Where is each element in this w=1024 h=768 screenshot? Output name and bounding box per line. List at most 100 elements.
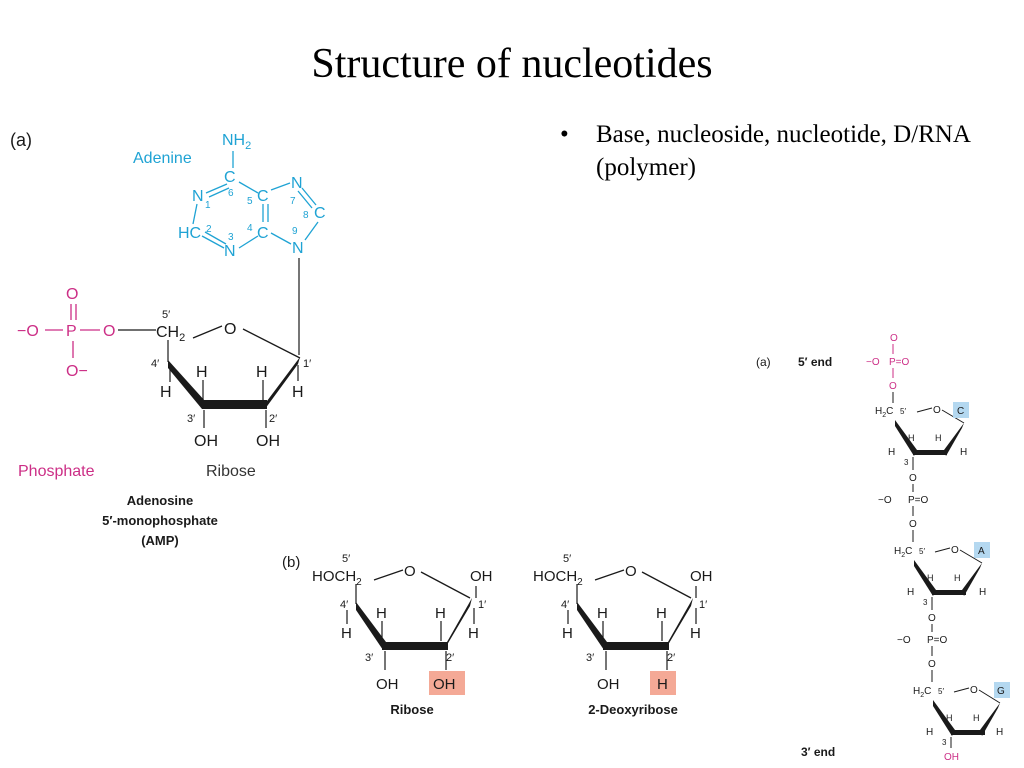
- prime-5: 5′: [162, 309, 170, 321]
- ring-num-2: 2: [206, 224, 212, 235]
- svg-text:H: H: [907, 587, 914, 598]
- svg-text:5′: 5′: [900, 407, 906, 416]
- chain-top-phosphate: O −O P=O O: [866, 333, 910, 392]
- prime-4: 4′: [151, 358, 159, 370]
- svg-text:5′: 5′: [342, 553, 350, 565]
- ring-num-7: 7: [290, 196, 296, 207]
- svg-text:4′: 4′: [340, 599, 348, 611]
- nh2-group: NH2: [222, 132, 251, 152]
- phosphate-p: P: [66, 323, 77, 340]
- atom-c5: C: [257, 188, 269, 205]
- svg-text:H2C: H2C: [875, 406, 893, 419]
- ribose-structure: 5′ HOCH2 O OH 4′ 1′ H H H H 3′ 2′ OH: [312, 553, 493, 717]
- bullet-dot: •: [560, 121, 569, 148]
- svg-text:O: O: [909, 519, 917, 530]
- chain-phosphate-1: −O P=O O: [878, 495, 929, 530]
- ring-oxygen: O: [224, 321, 236, 338]
- chain-phosphate-2: −O P=O O: [897, 635, 948, 670]
- svg-text:3′: 3′: [365, 652, 373, 664]
- polynucleotide-chain: (a) 5′ end 3′ end O −O P=O O H2C 5′ O C …: [756, 333, 1010, 763]
- svg-text:H: H: [376, 605, 387, 622]
- svg-text:H: H: [996, 727, 1003, 738]
- deoxyribose-structure: 5′ HOCH2 O OH 4′ 1′ H H H H 3′ 2′ OH: [533, 553, 713, 717]
- panel-a-label: (a): [10, 130, 32, 150]
- svg-text:O: O: [970, 685, 978, 696]
- atom-c8: C: [314, 205, 326, 222]
- svg-text:5′: 5′: [938, 687, 944, 696]
- deoxy-2-h-highlight: [650, 671, 676, 695]
- svg-text:H: H: [926, 727, 933, 738]
- ch2-group: CH2: [156, 324, 185, 344]
- atom-c4: C: [257, 225, 269, 242]
- svg-text:P=O: P=O: [889, 357, 910, 368]
- base-a: A: [978, 546, 985, 557]
- svg-text:H: H: [935, 433, 942, 443]
- svg-text:H: H: [960, 447, 967, 458]
- svg-text:−O: −O: [897, 635, 911, 646]
- svg-text:5′: 5′: [919, 547, 925, 556]
- svg-text:2′: 2′: [446, 652, 454, 664]
- deoxy-hoch2: HOCH2: [533, 568, 583, 588]
- ring-num-4: 4: [247, 223, 253, 234]
- five-prime-end: 5′ end: [798, 355, 832, 369]
- phosphate-o-left: −O: [17, 323, 39, 340]
- svg-text:P=O: P=O: [927, 635, 948, 646]
- ribose-c1-oh: OH: [470, 568, 493, 585]
- svg-text:H: H: [468, 625, 479, 642]
- svg-text:H: H: [597, 605, 608, 622]
- svg-text:3: 3: [904, 458, 909, 467]
- c2-h: H: [256, 364, 268, 381]
- svg-text:H: H: [341, 625, 352, 642]
- svg-text:H: H: [973, 713, 980, 723]
- svg-text:OH: OH: [376, 676, 399, 693]
- atom-n3: N: [224, 243, 236, 260]
- ring-num-5: 5: [247, 196, 253, 207]
- phosphate-o-bottom: O−: [66, 363, 88, 380]
- deoxy-c1-oh: OH: [690, 568, 713, 585]
- svg-text:4′: 4′: [561, 599, 569, 611]
- deoxy-2-h: H: [657, 676, 668, 693]
- atom-hc2: HC: [178, 225, 201, 242]
- svg-text:H: H: [979, 587, 986, 598]
- ring-num-9: 9: [292, 226, 298, 237]
- three-prime-end: 3′ end: [801, 745, 835, 759]
- svg-text:1′: 1′: [699, 599, 707, 611]
- ring-num-6: 6: [228, 188, 234, 199]
- svg-text:O: O: [928, 613, 936, 624]
- svg-text:−O: −O: [866, 357, 880, 368]
- svg-text:2′: 2′: [667, 652, 675, 664]
- svg-text:H: H: [656, 605, 667, 622]
- c4-h: H: [160, 384, 172, 401]
- svg-text:H: H: [690, 625, 701, 642]
- amp-line-2: 5′-monophosphate: [102, 513, 218, 528]
- ribose-hoch2: HOCH2: [312, 568, 362, 588]
- svg-text:3: 3: [942, 738, 947, 747]
- atom-n7: N: [291, 175, 303, 192]
- ribose-ring: 5′ CH2 O 4′ 1′ H H H H 3′ 2′ OH OH Rib: [151, 309, 311, 480]
- svg-text:O: O: [909, 473, 917, 484]
- atom-c6: C: [224, 169, 236, 186]
- svg-text:−O: −O: [878, 495, 892, 506]
- prime-3: 3′: [187, 413, 195, 425]
- chain-3-oh: OH: [944, 752, 959, 763]
- svg-text:5′: 5′: [563, 553, 571, 565]
- atom-n1: N: [192, 188, 204, 205]
- prime-1: 1′: [303, 358, 311, 370]
- svg-text:O: O: [933, 405, 941, 416]
- ring-num-1: 1: [205, 200, 211, 211]
- ribose-2-oh: OH: [433, 676, 456, 693]
- nh2-text: NH: [222, 132, 245, 149]
- ring-num-3: 3: [228, 232, 234, 243]
- svg-text:3′: 3′: [586, 652, 594, 664]
- svg-text:H: H: [908, 433, 915, 443]
- svg-text:OH: OH: [597, 676, 620, 693]
- amp-line-1: Adenosine: [127, 493, 193, 508]
- phosphate-o-bridge: O: [103, 323, 115, 340]
- svg-text:H: H: [954, 573, 961, 583]
- deoxy-ring-o: O: [625, 563, 637, 580]
- svg-text:H: H: [888, 447, 895, 458]
- phosphate-group: O −O P O O− Phosphate: [17, 286, 115, 480]
- svg-text:O: O: [951, 545, 959, 556]
- atom-n9: N: [292, 240, 304, 257]
- c2-oh: OH: [256, 433, 280, 450]
